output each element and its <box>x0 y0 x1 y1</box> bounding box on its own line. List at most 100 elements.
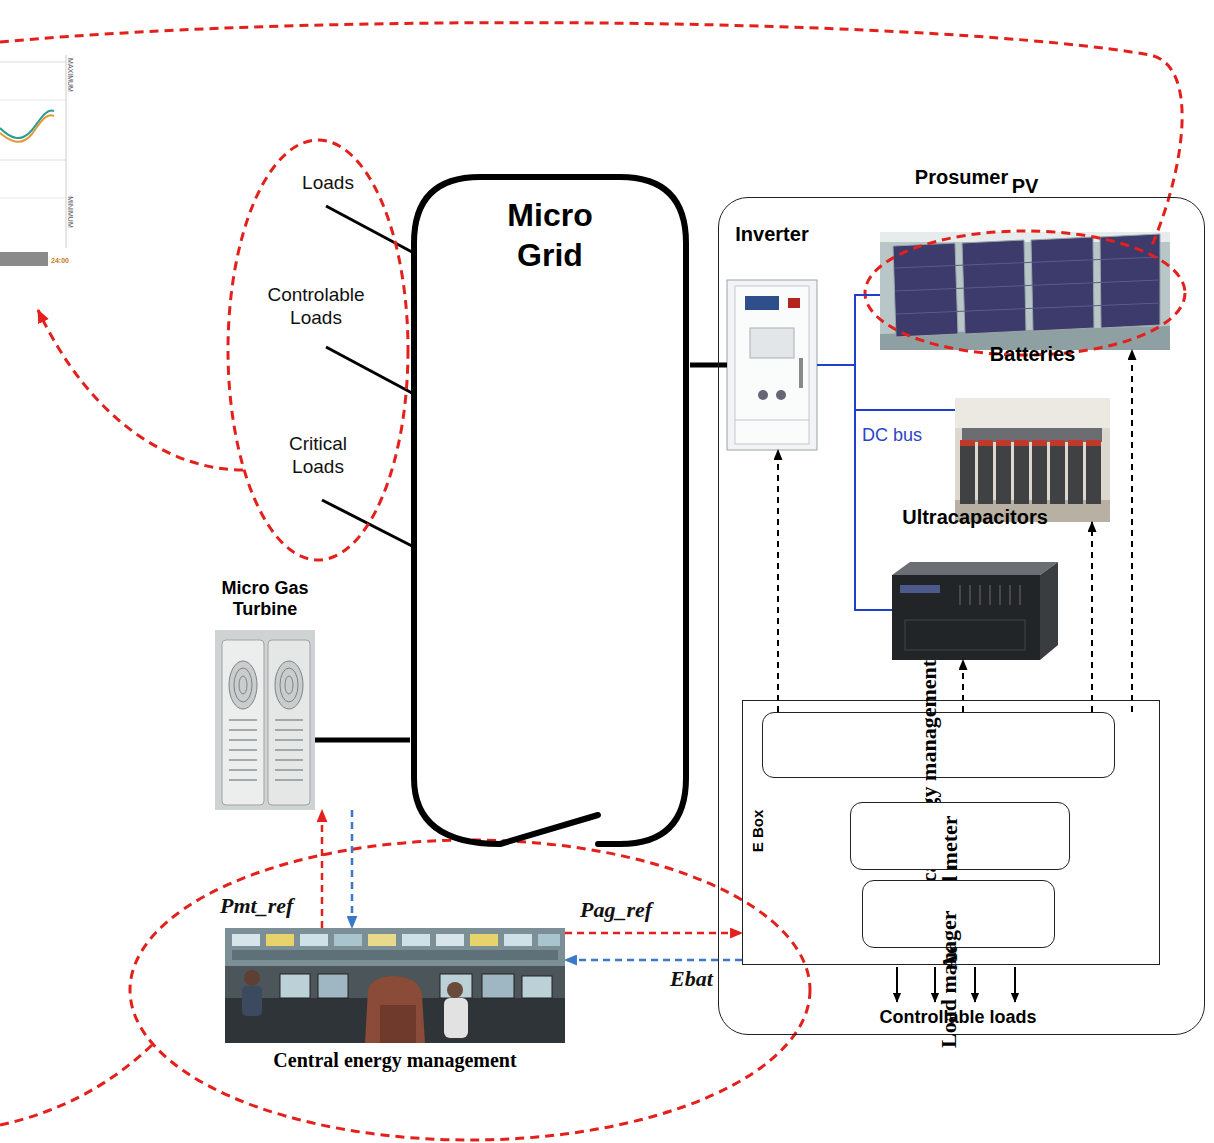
load-chart-crop <box>0 50 78 272</box>
ultracapacitor-photo <box>959 585 961 605</box>
inverter-photo <box>799 358 803 388</box>
process-box: Local energy management <box>762 712 1115 778</box>
turbine-photo <box>268 640 310 805</box>
control-room-photo <box>318 974 348 998</box>
inverter-photo <box>735 286 809 444</box>
signal-label: Pag_ref <box>578 897 654 923</box>
dc-bus-line <box>817 365 955 410</box>
turbine-photo <box>234 668 252 702</box>
load-label: Loads <box>276 171 380 194</box>
load-chart-crop <box>0 62 66 63</box>
ultracapacitor-photo <box>900 585 940 593</box>
turbine-photo <box>275 769 303 771</box>
control-room-photo <box>365 976 425 1043</box>
pv-array: PV <box>880 207 1170 350</box>
inverter-photo <box>750 328 794 358</box>
battery-photo <box>996 440 1011 446</box>
bus-label: DC bus <box>862 424 952 446</box>
load-chart-crop <box>0 115 54 142</box>
inverter-unit: Inverter <box>727 255 817 450</box>
control-room-photo <box>470 934 498 946</box>
control-arrow <box>1091 522 1093 712</box>
node-label: Inverter <box>727 222 817 246</box>
control-arrow <box>962 660 964 712</box>
turbine-photo <box>275 729 303 731</box>
ultracapacitor-photo <box>969 585 971 605</box>
ultracapacitor-photo <box>1040 562 1058 660</box>
battery-bank: Batteries <box>955 375 1110 522</box>
inverter-photo <box>735 420 809 421</box>
process-box: Advanced meter <box>850 802 1070 870</box>
turbine-photo <box>275 779 303 781</box>
node-label: Central energy management <box>225 1049 565 1072</box>
control-room-photo <box>300 934 328 946</box>
control-room-photo <box>368 934 396 946</box>
battery-photo <box>978 440 993 446</box>
turbine-photo <box>215 630 315 810</box>
battery-photo <box>955 398 1110 522</box>
control-room-photo <box>402 934 430 946</box>
turbine-unit: Micro Gas Turbine <box>215 578 315 810</box>
battery-photo <box>1068 440 1083 446</box>
load-control-arrow <box>897 967 1015 1002</box>
turbine-photo <box>229 720 303 780</box>
load-control-arrow <box>934 967 936 1002</box>
power-line <box>690 363 727 368</box>
power-line <box>315 738 410 743</box>
inverter-photo <box>727 280 817 450</box>
axis-label: MINIMUM <box>45 207 95 217</box>
load-control-arrow <box>896 967 898 1002</box>
turbine-photo <box>229 661 257 709</box>
node-label: E Box <box>749 806 767 856</box>
ultracapacitor-unit: Ultracapacitors <box>892 538 1058 660</box>
load-chart-crop <box>0 111 54 139</box>
load-control-arrow <box>974 967 976 1002</box>
load-label: Controllable loads <box>848 1006 1068 1028</box>
control-room-photo <box>538 934 560 946</box>
pv-panel-photo <box>896 303 1160 314</box>
load-label: Critical Loads <box>266 432 370 478</box>
load-label: Controlable Loads <box>264 283 368 329</box>
annotation-mark <box>38 310 243 470</box>
control-room-photo <box>504 934 532 946</box>
grid-outline <box>414 177 686 844</box>
battery-photo <box>1050 444 1065 504</box>
load-feeder <box>326 347 412 393</box>
ultracapacitor-photo <box>905 620 1025 650</box>
microgrid-bus: Micro Grid <box>410 173 690 848</box>
battery-photo <box>1086 440 1101 446</box>
inverter-photo <box>788 298 800 308</box>
process-box: Load manager <box>862 880 1055 948</box>
feedback-arrow <box>351 810 354 928</box>
annotation-mark <box>228 140 408 560</box>
battery-photo <box>1086 444 1101 504</box>
battery-photo <box>996 444 1011 504</box>
ultracapacitor-photo <box>892 575 1040 660</box>
setpoint-arrow <box>321 810 324 928</box>
setpoint-arrow <box>565 932 742 935</box>
turbine-photo <box>275 661 303 709</box>
turbine-photo <box>229 739 257 741</box>
control-room-photo <box>225 928 565 1043</box>
load-label: Critical Loads <box>266 432 370 478</box>
node-label: PV <box>880 174 1170 198</box>
pv-panel-photo <box>895 280 1160 291</box>
load-label: Loads <box>276 171 380 194</box>
node-label: Prosumer <box>719 165 1204 189</box>
feedback-arrow <box>565 959 742 962</box>
node-label: Batteries <box>955 342 1110 366</box>
prosumer-frame: ProsumerInverterPVBatteriesUltracapacito… <box>718 197 1205 1035</box>
ultracapacitor-photo <box>960 585 1020 605</box>
control-room-photo <box>242 986 262 1016</box>
axis-label: MINIMUM <box>65 187 75 237</box>
control-room-photo <box>447 982 463 998</box>
load-chart-crop <box>0 198 66 199</box>
turbine-photo <box>229 729 257 731</box>
control-room-photo <box>225 928 565 966</box>
load-label: Controllable loads <box>848 1006 1068 1028</box>
bus-label: DC bus <box>862 424 952 446</box>
turbine-photo <box>215 630 315 810</box>
